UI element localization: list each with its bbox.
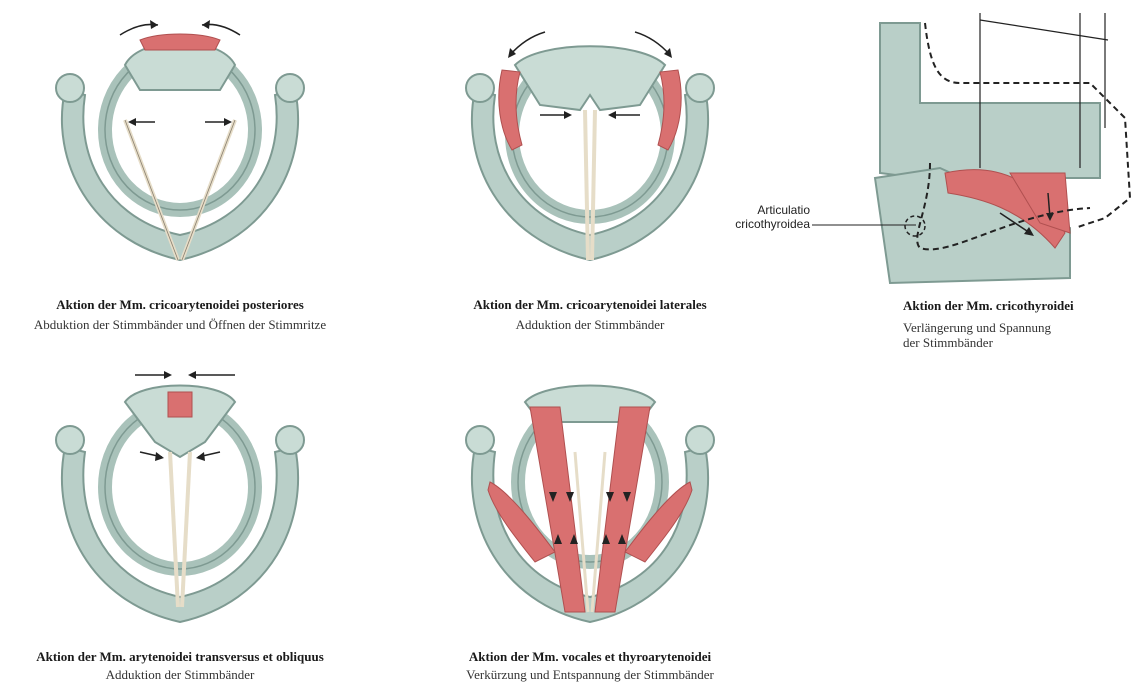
figure-cricoarytenoidei-posteriores <box>30 10 330 290</box>
larynx-lateral-view-illustration <box>860 8 1140 293</box>
annotation-articulatio-cricothyroidea: Articulatio cricothyroidea <box>700 203 810 231</box>
annotation-line-2: cricothyroidea <box>700 217 810 231</box>
panel-5-subtitle: Verkürzung und Entspannung der Stimmbänd… <box>410 667 770 683</box>
panel-4-title: Aktion der Mm. arytenoidei transversus e… <box>0 649 360 665</box>
panel-1-title: Aktion der Mm. cricoarytenoidei posterio… <box>0 297 360 313</box>
larynx-top-view-illustration <box>30 362 330 647</box>
panel-2-title: Aktion der Mm. cricoarytenoidei laterale… <box>410 297 770 313</box>
panel-2-subtitle: Adduktion der Stimmbänder <box>410 317 770 333</box>
panel-1-subtitle: Abduktion der Stimmbänder und Öffnen der… <box>0 317 360 333</box>
annotation-leader-line <box>812 222 917 228</box>
larynx-top-view-illustration <box>440 362 740 647</box>
annotation-line-1: Articulatio <box>700 203 810 217</box>
figure-cricothyroidei <box>860 8 1140 293</box>
larynx-top-view-illustration <box>30 10 330 290</box>
larynx-top-view-illustration <box>440 10 740 290</box>
panel-5-title: Aktion der Mm. vocales et thyroarytenoid… <box>410 649 770 665</box>
figure-cricoarytenoidei-laterales <box>440 10 740 290</box>
panel-4-subtitle: Adduktion der Stimmbänder <box>0 667 360 683</box>
panel-3-title: Aktion der Mm. cricothyroidei <box>903 298 1074 314</box>
panel-3-subtitle-line2: der Stimmbänder <box>903 335 993 351</box>
figure-vocales-thyroarytenoidei <box>440 362 740 647</box>
figure-arytenoidei-transversus-obliquus <box>30 362 330 647</box>
panel-3-subtitle-line1: Verlängerung und Spannung <box>903 320 1051 336</box>
